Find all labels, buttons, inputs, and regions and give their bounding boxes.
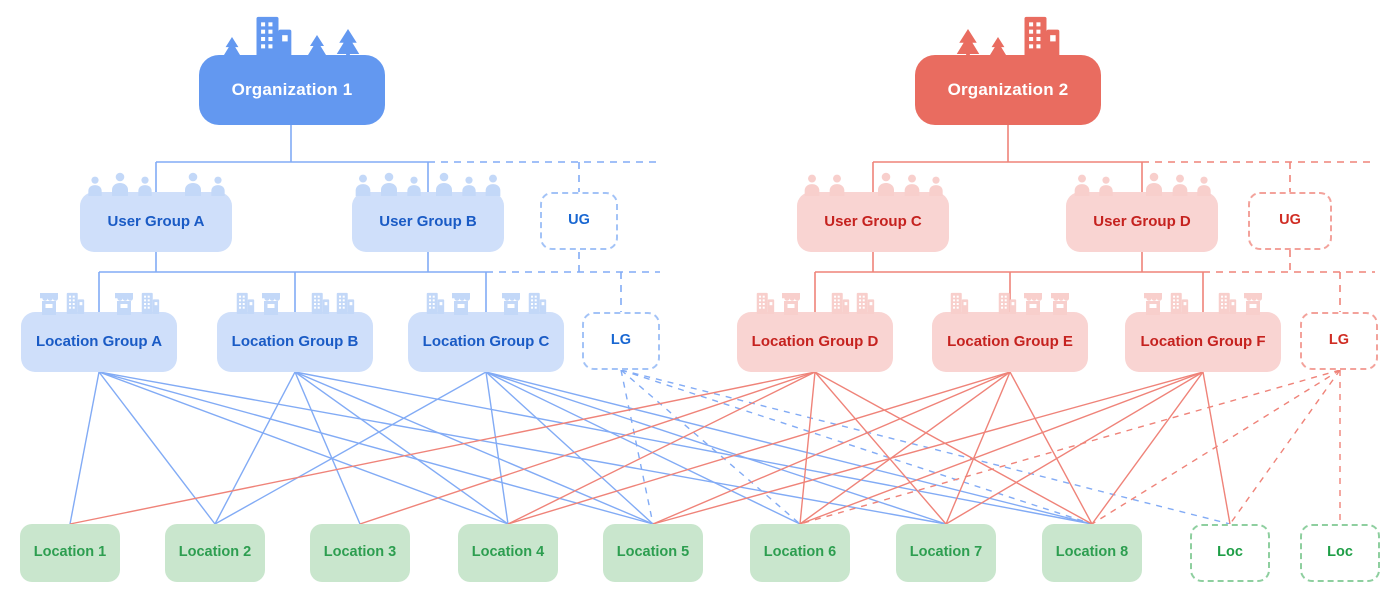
group-location-connection [620,369,801,525]
org2-box: Organization 2 [915,55,1101,125]
group-location-connection [294,371,1093,525]
tree-connector [814,125,1204,312]
location-group-f-box: Location Group F [1125,312,1281,372]
tree-connector [98,125,487,312]
location-group-e-label: Location Group E [947,332,1073,350]
location-group-placeholder-red: LG [1300,312,1378,370]
location-group-b-label: Location Group B [231,332,359,350]
tree-connector [1142,161,1375,312]
group-location-connection [485,371,947,525]
group-location-connection [799,369,1341,525]
user-group-b-box: User Group B [352,192,504,252]
group-location-connection [652,371,1204,525]
location-5-label: Location 5 [616,544,690,561]
lg-placeholder-label: LG [1328,332,1350,349]
location-5-box: Location 5 [603,524,703,582]
location-7-box: Location 7 [896,524,996,582]
group-location-connection [98,371,947,525]
user-group-a-box: User Group A [80,192,232,252]
location-4-box: Location 4 [458,524,558,582]
user-group-d-label: User Group D [1093,212,1191,230]
location-placeholder-2: Loc [1300,524,1380,582]
location-group-f-label: Location Group F [1140,332,1266,350]
location-3-box: Location 3 [310,524,410,582]
user-group-placeholder-red: UG [1248,192,1332,250]
lg-placeholder-label: LG [610,332,632,349]
group-location-connection [359,371,816,525]
location-2-box: Location 2 [165,524,265,582]
group-location-connection [620,369,1231,525]
location-1-box: Location 1 [20,524,120,582]
location-6-box: Location 6 [750,524,850,582]
group-location-connection [799,371,816,525]
location-8-label: Location 8 [1055,544,1129,561]
location-group-d-box: Location Group D [737,312,893,372]
group-location-connection [294,371,654,525]
location-group-c-box: Location Group C [408,312,564,372]
org1-box: Organization 1 [199,55,385,125]
location-group-placeholder-blue: LG [582,312,660,370]
group-location-connection [945,371,1204,525]
org2-label: Organization 2 [947,79,1069,99]
tree-connector [428,161,660,312]
user-group-placeholder-blue: UG [540,192,618,250]
group-location-connection [69,371,816,525]
group-location-connection [652,371,1011,525]
location-3-label: Location 3 [323,544,397,561]
group-location-connection [507,371,1011,525]
location-2-label: Location 2 [178,544,252,561]
group-location-connection [799,371,1204,525]
group-location-connection [98,371,509,525]
group-location-connection [69,371,100,525]
group-location-connection [485,371,509,525]
group-location-connection [485,371,654,525]
group-location-connection [485,371,801,525]
group-location-connection [1091,369,1341,525]
group-location-connection [485,371,1093,525]
group-location-connection [214,371,296,525]
group-location-connection [814,371,1093,525]
group-location-connection [799,371,1011,525]
group-location-connection [507,371,816,525]
group-location-connection [620,369,1093,525]
location-1-label: Location 1 [33,544,107,561]
user-group-a-label: User Group A [107,212,205,230]
org1-label: Organization 1 [231,79,353,99]
group-location-connection [1202,371,1231,525]
location-placeholder-1: Loc [1190,524,1270,582]
location-4-label: Location 4 [471,544,545,561]
location-group-b-box: Location Group B [217,312,373,372]
location-group-a-label: Location Group A [35,332,163,350]
loc-placeholder-label: Loc [1327,544,1353,561]
location-6-label: Location 6 [763,544,837,561]
group-location-connection [214,371,487,525]
location-group-d-label: Location Group D [751,332,879,350]
location-group-a-box: Location Group A [21,312,177,372]
user-group-d-box: User Group D [1066,192,1218,252]
user-group-c-box: User Group C [797,192,949,252]
user-group-b-label: User Group B [379,212,477,230]
location-group-c-label: Location Group C [422,332,550,350]
group-location-connection [620,369,654,525]
group-location-connection [294,371,361,525]
user-group-c-label: User Group C [824,212,922,230]
ug-placeholder-label: UG [1279,212,1301,229]
loc-placeholder-label: Loc [1217,544,1243,561]
ug-placeholder-label: UG [568,212,590,229]
group-location-connection [294,371,509,525]
location-group-e-box: Location Group E [932,312,1088,372]
group-location-connection [1009,371,1093,525]
group-location-connection [945,371,1011,525]
group-location-connection [98,371,216,525]
location-7-label: Location 7 [909,544,983,561]
location-8-box: Location 8 [1042,524,1142,582]
group-location-connection [814,371,947,525]
group-location-connection [1091,371,1204,525]
group-location-connection [1229,369,1341,525]
